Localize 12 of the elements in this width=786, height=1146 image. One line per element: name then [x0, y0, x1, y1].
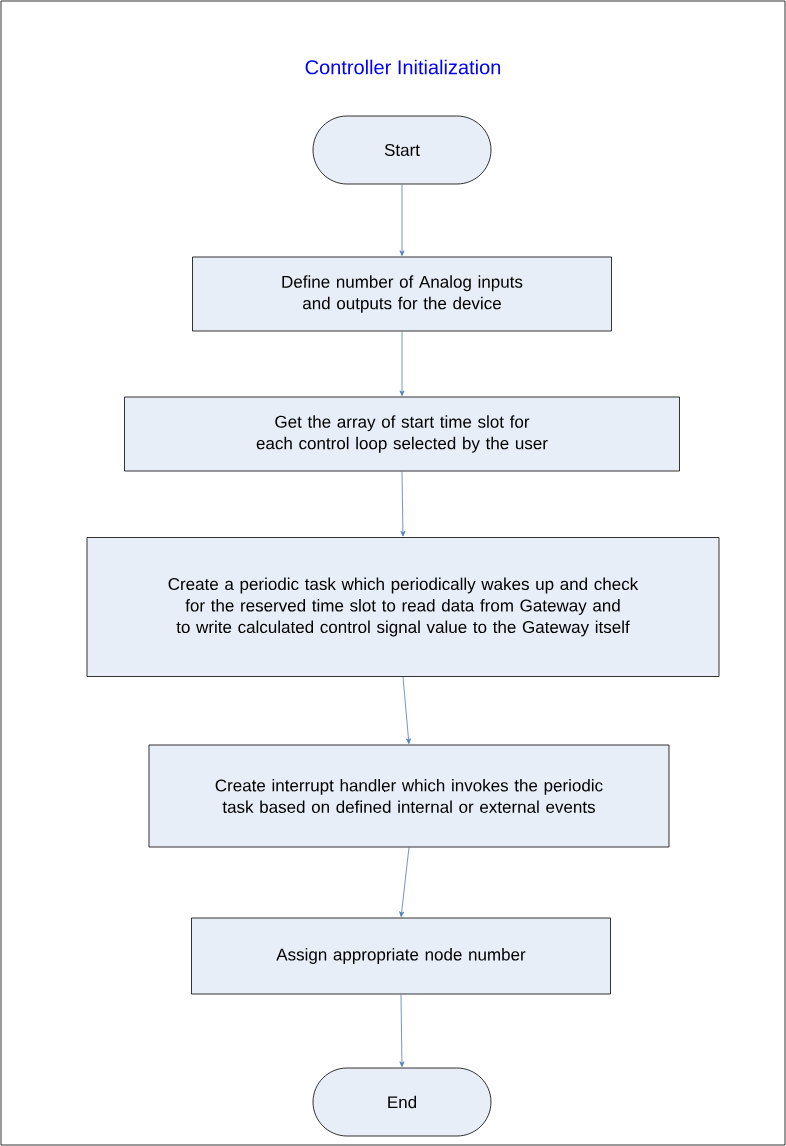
process-box: Create a periodic task which periodically wakes up and check for the reserved time slot to read data from Gateway and to write calculated control signal value to the Gateway itself — [86, 537, 720, 677]
arrow — [402, 676, 411, 744]
arrow — [399, 331, 405, 396]
arrow — [400, 471, 406, 537]
process-box: Get the array of start time slot for each control loop selected by the user — [124, 396, 680, 472]
arrow — [399, 184, 405, 256]
arrow — [399, 994, 405, 1067]
title: Controller Initialization — [305, 59, 500, 75]
arrow — [399, 847, 410, 917]
process-box: Define number of Analog inputs and outputs for the device — [192, 256, 612, 332]
process-box: Create interrupt handler which invokes the periodic task based on defined internal or external events — [148, 744, 670, 848]
process-box: Assign appropriate node number — [191, 917, 611, 995]
